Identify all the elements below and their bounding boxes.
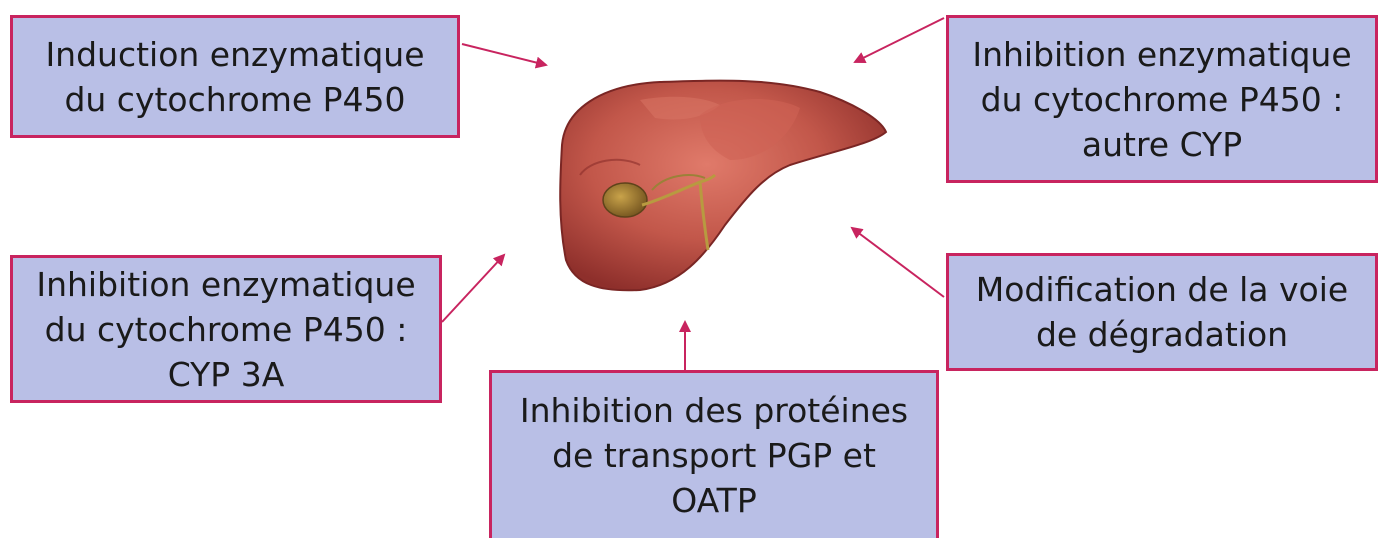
box-enzyme-induction: Induction enzymatique du cytochrome P450 xyxy=(10,15,460,138)
box-inhibition-cyp3a-text: Inhibition enzymatique du cytochrome P45… xyxy=(36,262,415,397)
box-transport-proteins-text: Inhibition des protéines de transport PG… xyxy=(520,388,908,523)
arrow-mid-right xyxy=(852,228,944,297)
box-inhibition-other-cyp: Inhibition enzymatique du cytochrome P45… xyxy=(946,15,1378,183)
box-inhibition-cyp3a: Inhibition enzymatique du cytochrome P45… xyxy=(10,255,442,403)
arrow-top-right xyxy=(855,18,944,62)
box-transport-proteins: Inhibition des protéines de transport PG… xyxy=(489,370,939,538)
box-inhibition-other-cyp-text: Inhibition enzymatique du cytochrome P45… xyxy=(972,32,1351,167)
box-degradation-pathway-text: Modification de la voie de dégradation xyxy=(976,267,1348,357)
arrow-mid-left xyxy=(442,255,504,322)
liver-illustration-icon xyxy=(560,81,886,291)
arrow-top-left xyxy=(462,44,546,65)
box-degradation-pathway: Modification de la voie de dégradation xyxy=(946,253,1378,371)
box-enzyme-induction-text: Induction enzymatique du cytochrome P450 xyxy=(45,32,424,122)
